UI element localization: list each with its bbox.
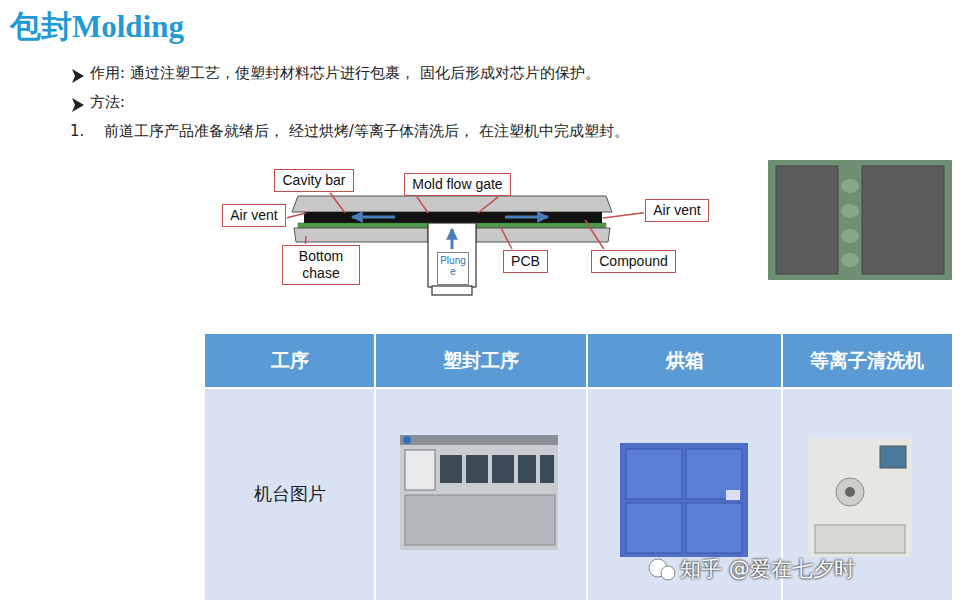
mold-cross-section-part xyxy=(476,223,606,228)
callout-box: Cavity bar xyxy=(274,169,354,192)
equipment-table-part xyxy=(374,334,376,600)
callout-text: Compound xyxy=(599,253,668,270)
callout-text: Air vent xyxy=(230,207,278,224)
plasma-cleaner-photo-part xyxy=(836,478,864,506)
equipment-table-part xyxy=(205,387,952,389)
strip-photo-part xyxy=(841,253,859,267)
mold-cross-section-part xyxy=(428,223,476,287)
callout-text: Cavity bar xyxy=(282,172,346,189)
molding-machine-photo-part xyxy=(518,455,536,483)
oven-photo-part xyxy=(626,449,682,499)
mold-cross-section-part xyxy=(304,212,602,223)
molding-machine-photo-part xyxy=(403,436,411,444)
plasma-cleaner-photo-part xyxy=(880,446,906,468)
molding-machine-photo-part xyxy=(440,455,462,483)
callout-box: Compound xyxy=(591,250,676,273)
oven-photo-part xyxy=(726,490,740,500)
plunger-label: Plunge xyxy=(439,255,467,277)
callout-box: Mold flow gate xyxy=(404,173,511,196)
mold-cross-section-part xyxy=(505,216,548,219)
equipment-table-part xyxy=(205,334,952,388)
leader-line xyxy=(287,213,306,218)
oven-photo-part xyxy=(686,503,742,553)
strip-photo-part xyxy=(841,229,859,243)
mold-cross-section-part xyxy=(432,286,472,295)
molding-machine-photo-part xyxy=(400,435,558,550)
bullet-marks xyxy=(72,69,84,112)
plasma-cleaner-photo-part xyxy=(815,525,905,553)
mold-cross-section-part xyxy=(352,216,395,219)
mold-cross-section-part xyxy=(451,229,454,249)
molding-machine-photo-part xyxy=(405,495,555,545)
slide-title: 包封Molding xyxy=(10,6,184,48)
oven-photo xyxy=(620,443,748,557)
plasma-cleaner-photo-part xyxy=(845,487,855,497)
equipment-table-part xyxy=(205,388,952,600)
strip-photo xyxy=(768,160,952,280)
equipment-table-part xyxy=(586,334,588,600)
callout-text: Bottom chase xyxy=(290,248,352,282)
mold-cross-section-part xyxy=(298,223,428,228)
plasma-cleaner-photo xyxy=(808,438,912,557)
molding-machine-photo xyxy=(400,435,558,550)
table-header: 烘箱 xyxy=(587,334,782,388)
plunger: Plunge xyxy=(437,252,469,285)
table-header: 等离子清洗机 xyxy=(782,334,952,388)
strip-photo-part xyxy=(862,166,944,274)
molding-machine-photo-part xyxy=(405,450,435,490)
oven-photo-part xyxy=(626,503,682,553)
table-header: 塑封工序 xyxy=(375,334,587,388)
leader-line xyxy=(478,197,498,213)
bullet-text: 作用: 通过注塑工艺，使塑封材料芯片进行包裹， 固化后形成对芯片的保护。 xyxy=(90,64,600,83)
mold-cross-section-part xyxy=(476,228,610,242)
leader-line xyxy=(603,213,644,218)
watermark: 知乎 @爱在七夕时 xyxy=(680,555,855,583)
table-header: 工序 xyxy=(205,334,375,388)
leader-lines xyxy=(287,193,644,249)
molding-machine-photo-part xyxy=(400,435,558,445)
oven-photo-part xyxy=(686,449,742,499)
bullet-text: 方法: xyxy=(90,93,125,112)
strip-photo-part xyxy=(768,160,952,280)
equipment-table xyxy=(205,334,952,600)
mold-cross-section-part xyxy=(294,228,428,242)
watermark-icon xyxy=(649,559,675,580)
list-number: 1. xyxy=(70,122,84,140)
watermark-icon-part xyxy=(661,566,675,580)
mold-cross-section-part xyxy=(292,196,612,212)
table-cell: 机台图片 xyxy=(205,388,375,600)
list-text: 前道工序产品准备就绪后， 经过烘烤/等离子体清洗后， 在注塑机中完成塑封。 xyxy=(104,122,629,141)
callout-box: Air vent xyxy=(645,199,709,222)
strip-photo-part xyxy=(841,179,859,193)
molding-machine-photo-part xyxy=(466,455,488,483)
strip-photo-part xyxy=(776,166,838,274)
callout-box: Bottom chase xyxy=(282,245,360,285)
molding-machine-photo-part xyxy=(540,455,554,483)
leader-line xyxy=(330,193,345,213)
leader-line xyxy=(500,226,512,249)
plasma-cleaner-photo-part xyxy=(808,438,912,557)
bullet-marks-part xyxy=(72,98,84,112)
callout-text: Air vent xyxy=(653,202,701,219)
leader-line xyxy=(417,197,428,213)
leader-line xyxy=(585,220,604,249)
leader-line xyxy=(305,236,307,244)
molding-machine-photo-part xyxy=(492,455,514,483)
strip-photo-part xyxy=(841,204,859,218)
callout-box: Air vent xyxy=(222,204,286,227)
bullet-marks-part xyxy=(72,69,84,83)
callout-box: PCB xyxy=(503,250,548,273)
callout-text: PCB xyxy=(511,253,540,270)
oven-photo-part xyxy=(620,443,748,557)
callout-text: Mold flow gate xyxy=(412,176,503,193)
